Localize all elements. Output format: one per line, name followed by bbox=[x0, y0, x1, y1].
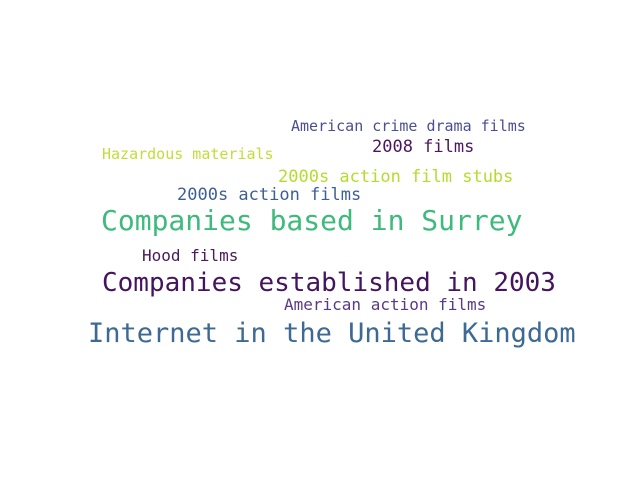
word-companies-established-2003: Companies established in 2003 bbox=[102, 268, 556, 298]
word-internet-in-the-uk: Internet in the United Kingdom bbox=[88, 318, 576, 349]
word-american-crime-drama-films: American crime drama films bbox=[291, 117, 526, 135]
word-2000s-action-film-stubs: 2000s action film stubs bbox=[278, 167, 514, 187]
word-hazardous-materials: Hazardous materials bbox=[102, 145, 274, 163]
word-companies-based-in-surrey: Companies based in Surrey bbox=[101, 204, 523, 237]
word-hood-films: Hood films bbox=[142, 246, 239, 265]
word-2008-films: 2008 films bbox=[372, 137, 475, 157]
word-american-action-films: American action films bbox=[284, 295, 487, 314]
word-2000s-action-films: 2000s action films bbox=[177, 185, 362, 205]
